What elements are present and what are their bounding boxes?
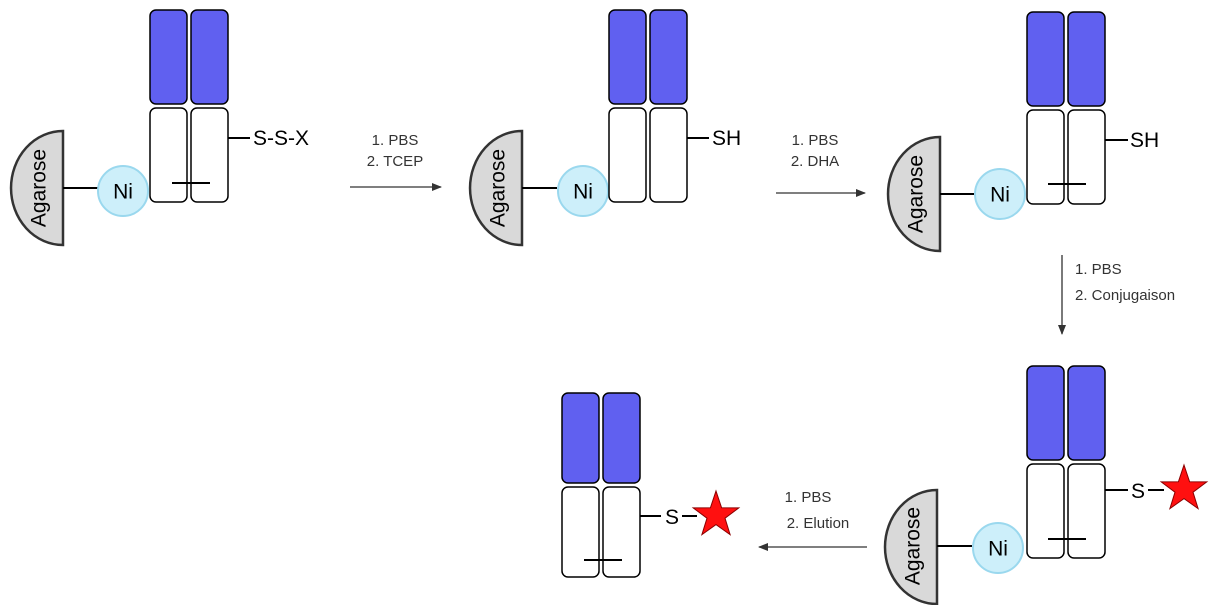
- agarose-bead-icon: Agarose: [468, 129, 524, 247]
- step-2-line-2: 2. DHA: [791, 153, 839, 170]
- ni-label: Ni: [573, 181, 593, 204]
- ni-label: Ni: [988, 538, 1008, 561]
- disulfide-label: S-S-X: [253, 127, 309, 150]
- step-4: 1. PBS 2. Elution: [758, 489, 867, 551]
- sulfur-label: S: [1131, 480, 1145, 503]
- agarose-label: Agarose: [487, 149, 510, 227]
- step-2-line-1: 1. PBS: [792, 132, 839, 149]
- fluorophore-star-icon: [691, 489, 741, 536]
- step-3-line-1: 1. PBS: [1075, 261, 1122, 278]
- stage-5-eluted-conjugate: S: [561, 392, 741, 578]
- nickel-ion-icon: Ni: [972, 522, 1024, 574]
- agarose-label: Agarose: [902, 507, 925, 585]
- agarose-label: Agarose: [28, 149, 51, 227]
- stage-2-reduced: Agarose Ni SH: [468, 9, 741, 247]
- fab-fragment-icon: [561, 392, 641, 578]
- step-1: 1. PBS 2. TCEP: [350, 132, 442, 191]
- thiol-label: SH: [1130, 129, 1159, 152]
- stage-3-rebridged: Agarose Ni SH: [886, 11, 1159, 253]
- nickel-ion-icon: Ni: [974, 168, 1026, 220]
- stage-1-bound-disulfide: Agarose Ni S-S-X: [9, 9, 309, 247]
- nickel-ion-icon: Ni: [557, 165, 609, 217]
- step-4-line-2: 2. Elution: [787, 515, 850, 532]
- agarose-bead-icon: Agarose: [9, 129, 65, 247]
- step-2: 1. PBS 2. DHA: [776, 132, 866, 197]
- agarose-label: Agarose: [905, 155, 928, 233]
- agarose-bead-icon: Agarose: [886, 135, 942, 253]
- sulfur-label: S: [665, 506, 679, 529]
- fab-fragment-icon: [1026, 11, 1106, 205]
- step-3: 1. PBS 2. Conjugaison: [1058, 255, 1175, 335]
- stage-4-conjugated-bound: Agarose Ni S: [883, 365, 1209, 605]
- ni-label: Ni: [113, 181, 133, 204]
- step-3-line-2: 2. Conjugaison: [1075, 287, 1175, 304]
- step-1-line-1: 1. PBS: [372, 132, 419, 149]
- nickel-ion-icon: Ni: [97, 165, 149, 217]
- ni-label: Ni: [990, 184, 1010, 207]
- step-1-line-2: 2. TCEP: [367, 153, 423, 170]
- fab-fragment-icon: [1026, 365, 1106, 559]
- agarose-bead-icon: Agarose: [883, 488, 939, 605]
- fluorophore-star-icon: [1159, 463, 1209, 510]
- thiol-label: SH: [712, 127, 741, 150]
- fab-fragment-icon: [149, 9, 229, 203]
- step-4-line-1: 1. PBS: [785, 489, 832, 506]
- fab-fragment-icon: [608, 9, 688, 203]
